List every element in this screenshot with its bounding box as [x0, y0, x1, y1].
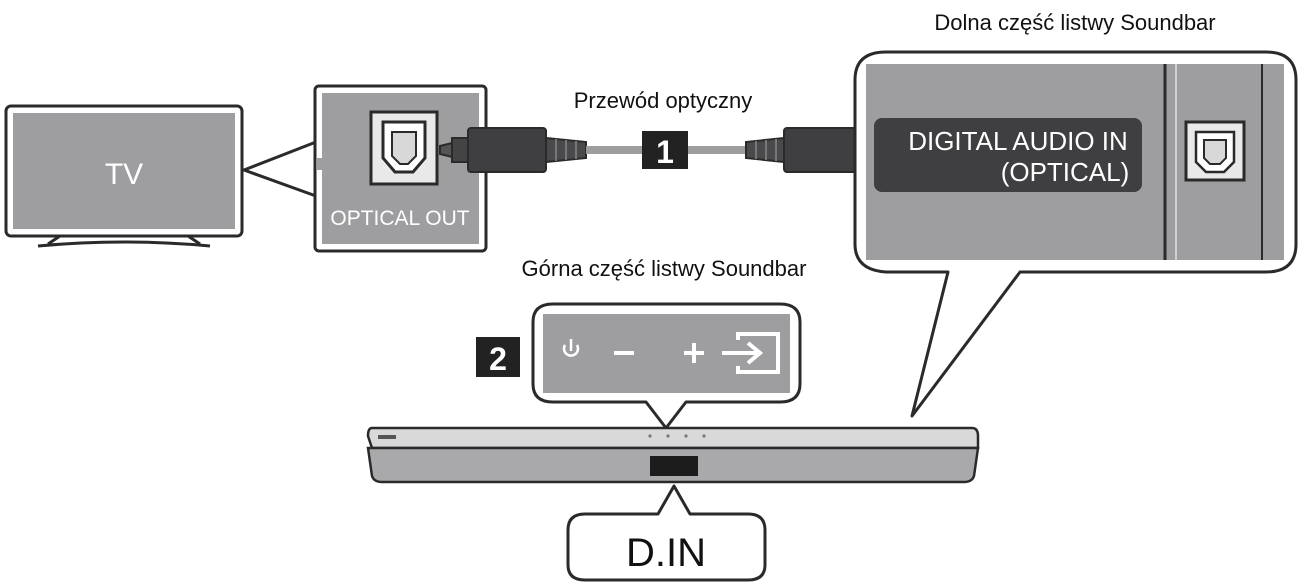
display-text: D.IN: [626, 531, 706, 575]
bottom-part-label: Dolna część listwy Soundbar: [934, 10, 1215, 35]
step-2-number: 2: [489, 341, 507, 377]
top-panel-callout: [531, 302, 802, 430]
display-callout: [566, 484, 767, 582]
step-1-badge: 1: [642, 131, 688, 170]
tv-label: TV: [105, 158, 143, 191]
step-2-badge: 2: [476, 337, 520, 377]
source-input-icon: [722, 332, 780, 374]
optical-out-label: OPTICAL OUT: [330, 207, 469, 230]
optical-in-port-icon: [1184, 120, 1246, 182]
digital-audio-in-label: DIGITAL AUDIO IN: [908, 126, 1128, 156]
plus-icon: [684, 343, 704, 363]
soundbar-illustration: [366, 426, 980, 484]
cable-label: Przewód optyczny: [574, 88, 753, 113]
optical-sub-label: (OPTICAL): [1001, 157, 1130, 187]
step-1-number: 1: [656, 134, 674, 170]
soundbar-display: [650, 456, 698, 476]
tv-callout-pointer: [242, 140, 318, 198]
optical-port-icon: [369, 110, 439, 186]
top-part-label: Górna część listwy Soundbar: [522, 256, 807, 281]
tv-illustration: TV: [4, 104, 244, 248]
bottom-panel-callout: [853, 50, 1298, 418]
power-icon: [562, 339, 580, 357]
